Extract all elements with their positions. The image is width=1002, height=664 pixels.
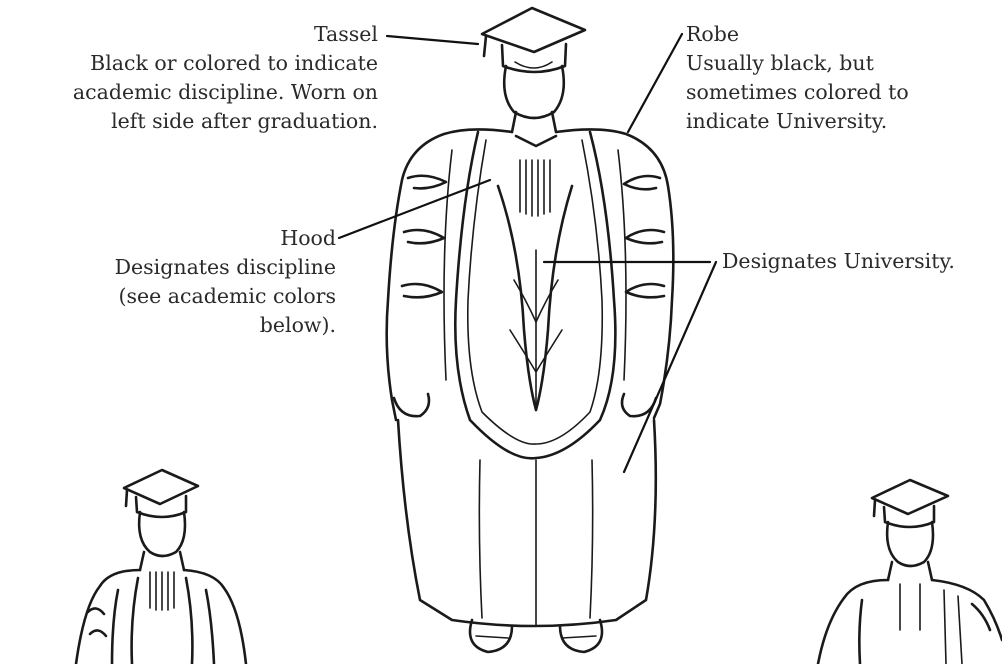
tassel-description: Black or colored to indicate academic di… bbox=[4, 49, 378, 136]
robe-title: Robe bbox=[686, 20, 986, 49]
tassel-title: Tassel bbox=[240, 20, 378, 49]
robe-leader bbox=[628, 34, 682, 132]
university-leader-diagonal bbox=[624, 262, 716, 472]
hood-title: Hood bbox=[180, 224, 336, 253]
mortarboard-cap bbox=[482, 8, 585, 72]
central-figure bbox=[387, 8, 674, 652]
robe-right-outline bbox=[556, 129, 673, 418]
head bbox=[504, 66, 564, 118]
right-small-figure bbox=[818, 480, 1002, 664]
hood-lining bbox=[498, 186, 572, 410]
hood-description: Designates discipline (see academic colo… bbox=[40, 253, 336, 340]
left-hand bbox=[394, 394, 429, 416]
tassel-icon bbox=[484, 36, 486, 56]
university-label: Designates University. bbox=[722, 247, 998, 276]
robe-skirt bbox=[398, 420, 656, 626]
tassel-leader bbox=[387, 36, 478, 44]
left-small-figure bbox=[76, 470, 246, 664]
robe-description: Usually black, but sometimes colored to … bbox=[686, 49, 986, 136]
